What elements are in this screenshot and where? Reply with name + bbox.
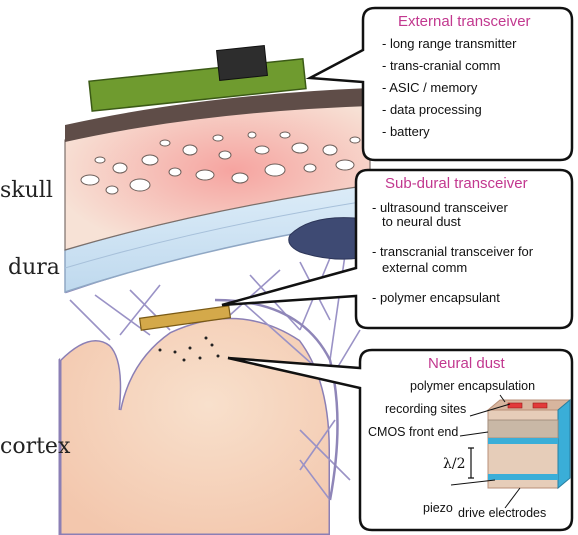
subdural-transceiver-device (138, 305, 232, 331)
cmos-front-end-label: CMOS front end (368, 425, 458, 439)
dura-label: dura (8, 255, 60, 280)
neural-dust-callout: Neural dust polymer encapsulation record… (227, 348, 574, 532)
subdural-item: to neural dust (382, 214, 461, 229)
recording-sites-label: recording sites (385, 402, 466, 416)
subdural-transceiver-title: Sub-dural transceiver (385, 175, 528, 192)
subdural-item: - ultrasound transceiver (372, 200, 509, 215)
external-item: - data processing (382, 102, 482, 117)
external-item: - battery (382, 124, 430, 139)
skull-label: skull (0, 178, 53, 203)
external-item: - long range transmitter (382, 36, 517, 51)
subdural-transceiver-callout: Sub-dural transceiver - ultrasound trans… (221, 168, 574, 330)
lambda-bracket-icon (468, 447, 474, 479)
external-item: - ASIC / memory (382, 80, 478, 95)
dura-line (64, 201, 361, 269)
cortex-region (58, 316, 332, 535)
skull-outer-band (65, 88, 370, 142)
external-transceiver-chip (216, 45, 268, 81)
arachnoid-membrane-arc (214, 298, 339, 501)
neural-dust-title: Neural dust (428, 355, 506, 372)
skull-pores (80, 131, 361, 195)
neural-dust-particles (158, 336, 220, 362)
piezo-label: piezo (423, 501, 453, 515)
external-transceiver-title: External transceiver (398, 13, 531, 30)
neural-dust-mote (486, 398, 572, 490)
cortex-label: cortex (0, 434, 71, 459)
external-transceiver-callout: External transceiver - long range transm… (305, 6, 574, 162)
subdural-item: - polymer encapsulant (372, 290, 500, 305)
drive-electrodes-label: drive electrodes (458, 506, 546, 520)
venous-sinus (288, 217, 361, 260)
subdural-item: - transcranial transceiver for (372, 244, 534, 259)
external-item: - trans-cranial comm (382, 58, 500, 73)
polymer-encapsulation-label: polymer encapsulation (410, 379, 535, 393)
subdural-item: external comm (382, 260, 467, 275)
lambda-label: λ/2 (443, 456, 466, 472)
neural-dust-leaders (450, 394, 521, 509)
